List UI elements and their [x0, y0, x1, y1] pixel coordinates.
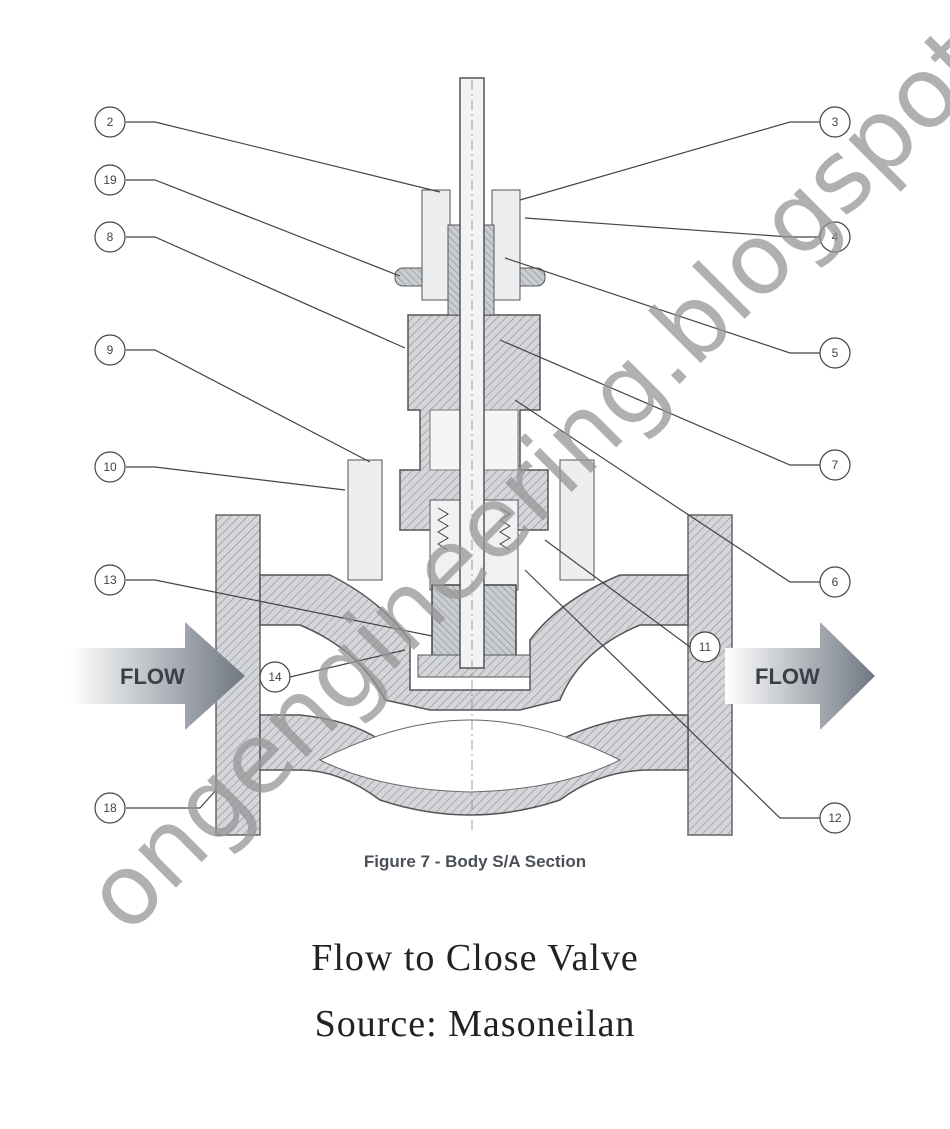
- callout-2: 2: [107, 115, 114, 129]
- callout-11: 11: [699, 640, 712, 654]
- callout-circles-right: 3 4 5 7 6 11 12: [689, 106, 851, 834]
- valve-stem: [459, 77, 485, 830]
- callout-3: 3: [832, 115, 839, 129]
- callout-8: 8: [107, 230, 114, 244]
- figure-caption: Figure 7 - Body S/A Section: [363, 852, 587, 871]
- flow-label-left: FLOW: [120, 664, 185, 689]
- callout-19: 19: [103, 173, 117, 187]
- valve-section-diagram: FLOW FLOW 2 19 8 9 10 13 14 18: [70, 77, 875, 836]
- callout-10: 10: [103, 460, 117, 474]
- callout-13: 13: [103, 573, 117, 587]
- flow-arrow-right: FLOW: [725, 622, 875, 730]
- body-studs: [347, 459, 595, 581]
- flow-arrow-left: FLOW: [70, 622, 245, 730]
- right-flange: [687, 514, 733, 836]
- title-line-2: Source: Masoneilan: [314, 1003, 636, 1045]
- callouts-left: [126, 121, 441, 809]
- callout-4: 4: [832, 230, 839, 244]
- callout-7: 7: [832, 458, 839, 472]
- title-line-1: Flow to Close Valve: [311, 937, 639, 979]
- callout-circles-left: 2 19 8 9 10 13 14 18: [94, 106, 291, 824]
- callout-6: 6: [832, 575, 839, 589]
- callout-12: 12: [828, 811, 842, 825]
- flow-label-right: FLOW: [755, 664, 820, 689]
- callout-14: 14: [268, 670, 282, 684]
- callout-9: 9: [107, 343, 114, 357]
- valve-body: [259, 574, 689, 816]
- callout-5: 5: [832, 346, 839, 360]
- callout-18: 18: [103, 801, 117, 815]
- callouts-right: [499, 121, 820, 819]
